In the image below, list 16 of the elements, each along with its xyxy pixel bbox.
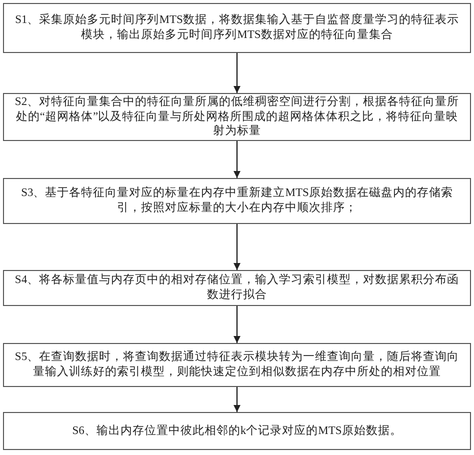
step-text: S6、输出内存位置中彼此相邻的k个记录对应的MTS原始数据。 [72, 424, 402, 438]
step-text: S4、将各标量值与内存页中的相对存储位置，输入学习索引模型，对数据累积分布函数进行拟合 [14, 273, 460, 303]
step-text: S2、对特征向量集合中的特征向量所属的低维稠密空间进行分割，根据各特征向量所处的“超网格体”以及特征向量与所处网格所围成的超网格体体积之比，将特征向量映射为标量 [14, 94, 460, 140]
process-box [3, 178, 471, 224]
process-box [3, 343, 471, 387]
step-text: S5、在查询数据时，将查询数据通过特征表示模块转为一维查询向量，随后将查询向量输入训练好的索引模型，则能快速定位到相似数据在内存中所处的相对位置 [14, 350, 460, 380]
arrow [234, 53, 240, 93]
arrow [234, 141, 240, 178]
process-box [3, 412, 471, 450]
process-box [3, 270, 471, 306]
arrow [234, 224, 240, 270]
arrow [234, 387, 240, 412]
step-text: S3、基于各特征向量对应的标量在内存中重新建立MTS原始数据在磁盘内的存储索引，按照对应标量的大小在内存中顺次排序； [20, 186, 454, 216]
arrow [234, 306, 240, 343]
step-text: S1、采集原始多元时间序列MTS数据，将数据集输入基于自监督度量学习的特征表示模块，输出原始多元时间序列MTS数据对应的特征向量集合 [14, 13, 460, 43]
process-box [3, 3, 471, 53]
